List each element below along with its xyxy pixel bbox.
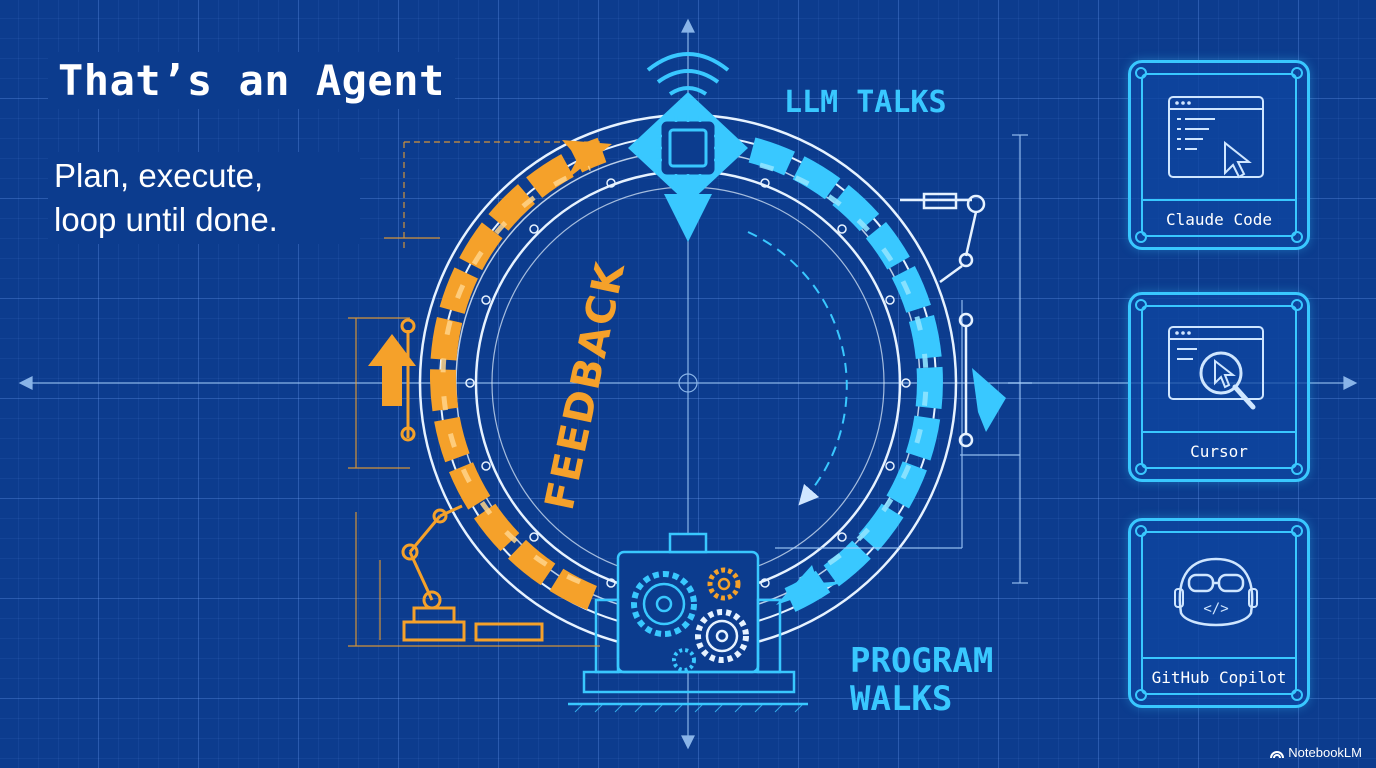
watermark-text: NotebookLM — [1288, 745, 1362, 760]
watermark: NotebookLM — [1270, 745, 1362, 760]
page-subtitle: Plan, execute, loop until done. — [48, 152, 360, 244]
cpu-chip-icon — [628, 52, 748, 242]
dimension-lines-right — [775, 134, 1032, 584]
program-walks-label-line1: PROGRAM — [850, 641, 993, 681]
magnifier-cursor-icon — [1168, 326, 1264, 410]
llm-talks-label: LLM TALKS — [784, 85, 947, 120]
subtitle-line-1: Plan, execute, — [54, 157, 264, 194]
cyan-flow-arc-inner — [759, 162, 929, 583]
dimension-lines-left — [348, 141, 600, 647]
cyan-arrowhead-bottom — [776, 565, 846, 605]
svg-text:</>: </> — [1203, 601, 1228, 617]
tool-card-claude-code: Claude Code — [1128, 60, 1310, 250]
tool-label-cursor: Cursor — [1141, 431, 1297, 469]
notebooklm-logo-icon — [1270, 750, 1285, 758]
orange-flow-arc-inner — [440, 165, 591, 585]
subtitle-line-2: loop until done. — [54, 201, 278, 238]
tool-label-claude-code: Claude Code — [1141, 199, 1297, 237]
robot-arm-left-icon — [400, 318, 544, 642]
robot-arm-right-icon — [900, 192, 986, 448]
tool-card-cursor: Cursor — [1128, 292, 1310, 482]
feedback-label: FEEDBACK — [537, 257, 635, 514]
program-walks-label-line2: WALKS — [850, 679, 952, 719]
page-title: That’s an Agent — [48, 52, 455, 109]
copilot-pilot-icon: </> — [1174, 557, 1258, 627]
cyan-flow-arc — [748, 137, 943, 612]
inner-dashed-arc — [747, 231, 848, 506]
tool-card-github-copilot: </> GitHub Copilot — [1128, 518, 1310, 708]
orange-arrowhead-left — [368, 334, 416, 406]
gears-machine-icon — [568, 532, 808, 713]
ring-bolts — [465, 178, 911, 588]
tool-label-github-copilot: GitHub Copilot — [1141, 657, 1297, 695]
cyan-arrowhead-side — [972, 368, 1006, 432]
terminal-cursor-icon — [1168, 96, 1264, 179]
orange-arrowhead-top — [562, 140, 612, 180]
